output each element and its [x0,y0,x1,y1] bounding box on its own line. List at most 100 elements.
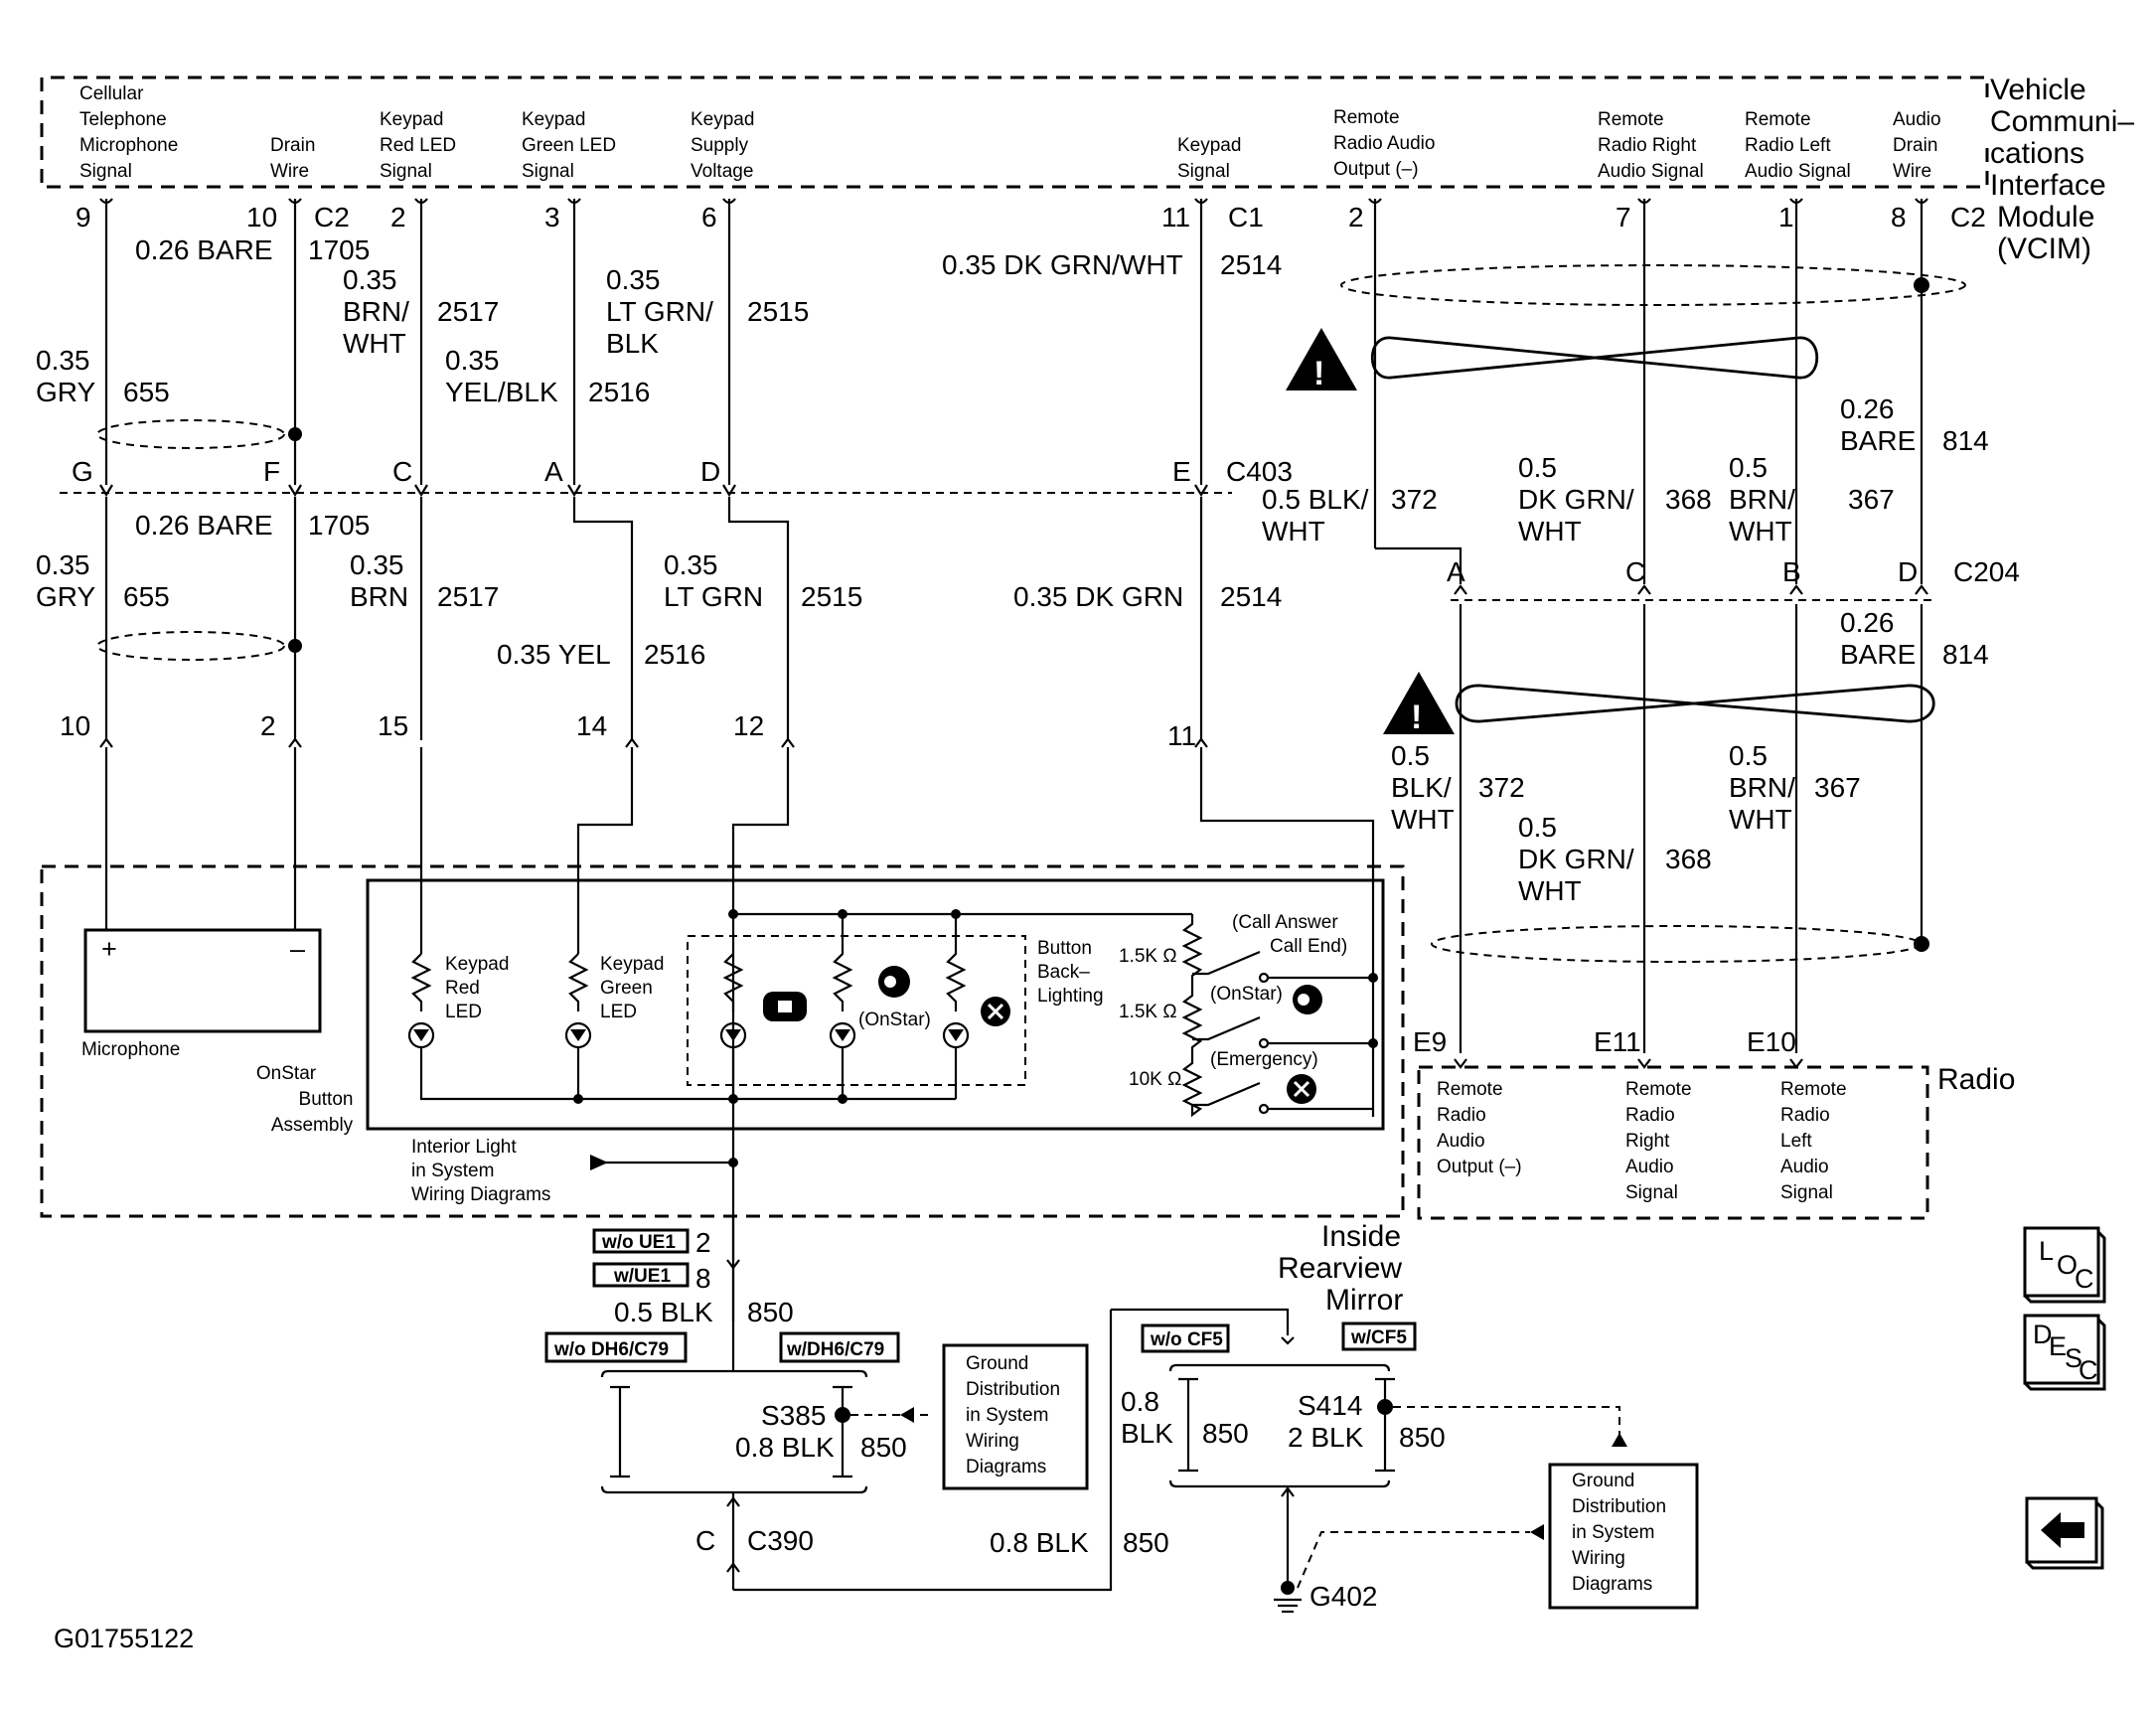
c390-label: C390 [747,1525,814,1556]
ground-dist-2-line-1: Ground [1572,1471,1634,1491]
loc-letter-o: O [2057,1250,2078,1280]
wire-yelblk-circuit: 2516 [588,377,650,407]
ground-symbol-icon [1274,1581,1302,1614]
emergency-button-icon [1287,1074,1316,1104]
c403-pin-g: G [72,456,93,487]
rwire-bare814-circuit: 814 [1942,639,1989,670]
c204-pin-b: B [1782,556,1801,587]
gwire-left-circuit: 850 [1202,1418,1249,1449]
wire-ltgrnblk-size-3: BLK [606,328,659,359]
wire-brnwht2-size-2: BRN/ [1729,484,1795,515]
c204-pin-c: C [1625,556,1645,587]
lwire-ltgrn-size-1: 0.35 [664,549,718,580]
lower-wires: 0.26 BARE 1705 0.35 GRY 655 0.35 BRN 251… [36,497,1282,740]
ground-dist-2-line-5: Diagrams [1572,1574,1652,1595]
rwire-brnwht-size-1: 0.5 [1729,740,1768,771]
vcim-label-cell-1: Cellular [79,83,144,104]
lwire-ltgrn-circuit: 2515 [801,581,862,612]
wire-brnwht-size-2: BRN/ [343,296,409,327]
nav-desc-button[interactable]: D E S C [2023,1314,2106,1391]
ground-dist-1-line-2: Distribution [966,1379,1060,1400]
splice-s414-circuit: 850 [1399,1422,1446,1453]
switch-call-label-1: (Call Answer [1232,912,1338,933]
mirror-label-3: Mirror [1325,1284,1403,1317]
variant-wo-dh6: w/o DH6/C79 [553,1339,669,1360]
radio-label-left-4: Audio [1780,1157,1829,1177]
mirror-label-1: Inside [1321,1220,1401,1253]
wire-ltgrnblk-size-1: 0.35 [606,264,661,295]
vcim-pin-7: 7 [1616,202,1631,233]
gwire-blk-circuit: 850 [747,1297,794,1327]
vcim-title-5: Module [1997,201,2094,233]
wire-gry-size-2: GRY [36,377,95,407]
loc-letter-c: C [2075,1264,2094,1294]
vcim-title-1: Vehicle [1990,74,2086,106]
vcim-label-rleft-3: Audio Signal [1745,161,1851,182]
connector-c204: A C B D C204 [1447,556,2020,601]
nav-back-button[interactable] [2025,1496,2104,1570]
rwire-bare814-size-1: 0.26 [1840,607,1895,638]
desc-letter-d: D [2033,1320,2053,1349]
radio-label-right-1: Remote [1625,1079,1692,1100]
vcim-pin-3: 3 [544,202,560,233]
radio-label-left-1: Remote [1780,1079,1847,1100]
backlighting-label-1: Button [1037,938,1092,959]
vcim-label-green-1: Keypad [522,109,585,130]
vcim-title-4: Interface [1990,169,2106,202]
wire-brnwht-size-3: WHT [343,328,406,359]
gwire-blk-size: 0.5 BLK [614,1297,713,1327]
c204-pin-a: A [1447,556,1465,587]
rwire-brnwht-size-3: WHT [1729,804,1792,835]
vcim-label-supply-2: Supply [691,135,749,156]
vcim-label-rright-3: Audio Signal [1598,161,1704,182]
phone-button-icon [763,992,807,1021]
desc-letter-e: E [2049,1331,2067,1361]
assembly-pin-11: 11 [1167,720,1196,751]
wire-bare814-circuit: 814 [1942,425,1989,456]
radio-label-out-2: Radio [1437,1105,1486,1126]
ground-dist-1-line-3: in System [966,1405,1048,1426]
button-assembly-label-2: Button [299,1089,354,1110]
vcim-label-rright-2: Radio Right [1598,135,1697,156]
variant-wo-ue1: w/o UE1 [601,1232,676,1253]
wire-dkgrnwht2-size-3: WHT [1518,516,1582,546]
rwire-dkgrnwht-size-2: DK GRN/ [1518,844,1634,874]
wire-brnwht2-size-1: 0.5 [1729,452,1768,483]
assembly-pin-2: 2 [260,710,276,741]
radio-label-right-4: Audio [1625,1157,1674,1177]
wire-dkgrnwht: 0.35 DK GRN/WHT [942,249,1183,280]
vcim-label-adrain-2: Drain [1893,135,1937,156]
radio-label-left-3: Left [1780,1131,1812,1152]
vcim-connector-c2-right: C2 [1950,202,1986,233]
vcim-label-drain-1: Drain [270,135,315,156]
svg-text:!: ! [1411,699,1422,736]
c403-pin-e: E [1172,456,1191,487]
variant-w-ue1-pin: 8 [695,1263,711,1294]
wire-blkwht-circuit: 372 [1391,484,1438,515]
lwire-yel-circuit: 2516 [644,639,705,670]
ground-dist-2-line-2: Distribution [1572,1496,1666,1517]
wire-ltgrnblk-circuit: 2515 [747,296,809,327]
left-arrow-icon [2041,1512,2084,1548]
upper-wires: ! 0.26 BARE 1705 0.35 GRY 655 0.35 BRN/ … [36,198,1989,584]
vcim-pin-10: 10 [246,202,277,233]
button-assembly-label-1: OnStar [256,1063,317,1084]
mic-plus-sign: + [101,934,117,964]
rwire-brnwht-size-2: BRN/ [1729,772,1795,803]
nav-loc-button[interactable]: L O C [2023,1226,2106,1304]
wire-dkgrnwht-circuit: 2514 [1220,249,1282,280]
vcim-label-keysig-1: Keypad [1177,135,1241,156]
variant-w-cf5: w/CF5 [1350,1327,1407,1348]
splice-s414: S414 [1298,1390,1362,1421]
c204-pin-d: D [1898,556,1918,587]
vcim-pin-9: 9 [76,202,91,233]
figure-id: G01755122 [54,1624,194,1653]
wire-brnwht-circuit: 2517 [437,296,499,327]
variant-wo-cf5: w/o CF5 [1150,1329,1223,1350]
vcim-label-rout-1: Remote [1333,107,1400,128]
ground-dist-1-line-1: Ground [966,1353,1028,1374]
wire-bare-size: 0.26 BARE [135,234,273,265]
microphone-label: Microphone [81,1039,180,1060]
connector-c403: G F C A D E C403 [60,456,1293,498]
